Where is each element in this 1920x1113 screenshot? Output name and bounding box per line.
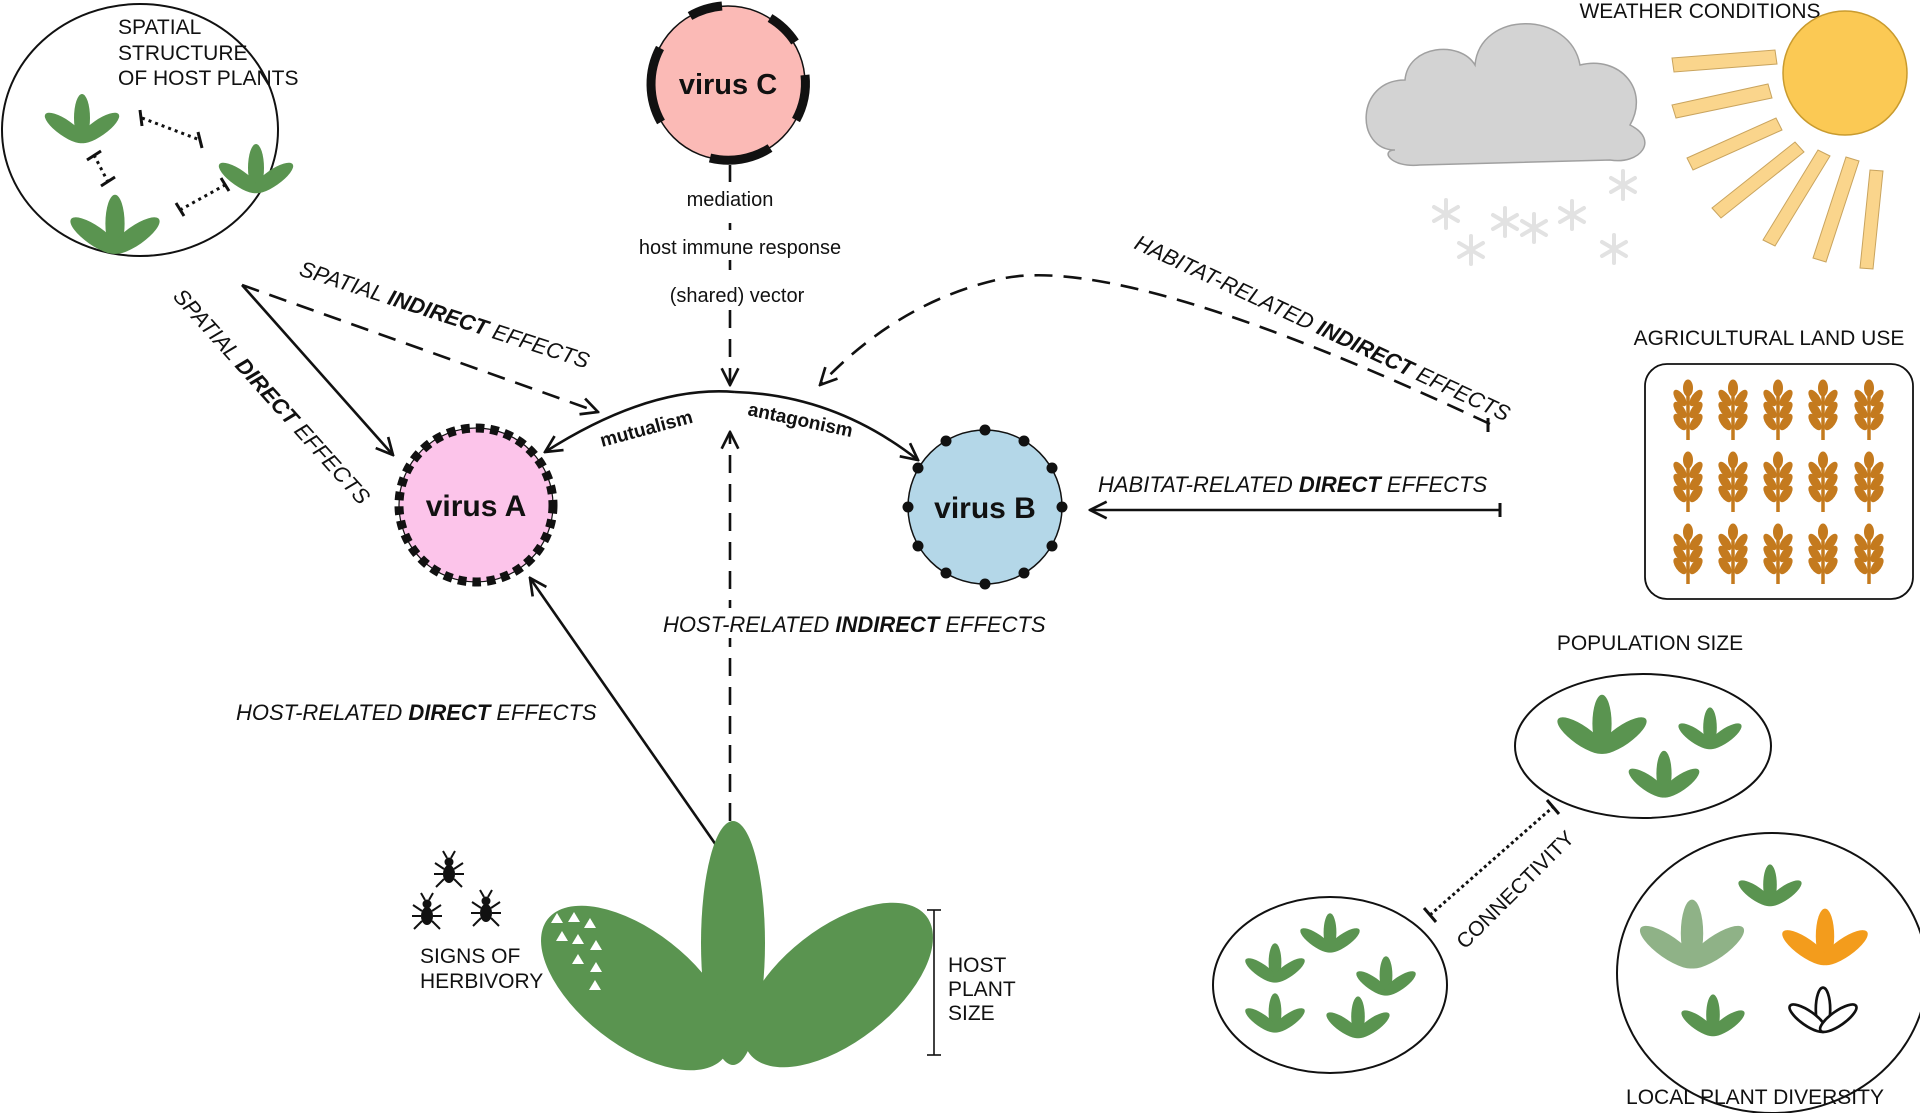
weather-title: WEATHER CONDITIONS [1579,0,1820,23]
spatial-direct-arrow [241,284,393,455]
habitat-direct-label: HABITAT-RELATED DIRECT EFFECTS [1098,472,1487,497]
mutualism-arrow [545,390,736,452]
spatial-structure-panel: SPATIAL STRUCTURE OF HOST PLANTS [1,3,298,260]
connectivity-label: CONNECTIVITY [1452,827,1579,954]
weather-conditions: WEATHER CONDITIONS [1365,0,1908,270]
herbivory-label: SIGNS OF HERBIVORY [420,945,543,993]
land-use-title: AGRICULTURAL LAND USE [1634,327,1905,350]
connectivity: CONNECTIVITY [1212,799,1579,1074]
spatial-structure-title: SPATIAL STRUCTURE OF HOST PLANTS [118,16,298,90]
agricultural-land-use: AGRICULTURAL LAND USE [1634,327,1914,600]
habitat-indirect-arrow [820,273,1491,426]
virus-b-dots [902,424,1068,590]
snowflake-icons [1432,169,1637,266]
bug-icon [433,850,465,888]
spatial-indirect-arrow [241,283,598,412]
host-immune-response-label: host immune response [639,237,841,259]
virus-b-label: virus B [934,492,1036,525]
habitat-indirect-label: HABITAT-RELATED INDIRECT EFFECTS [1131,230,1514,427]
shared-vector-label: (shared) vector [670,285,805,307]
mediation-label: mediation [687,189,774,211]
plant-size-bar [927,909,941,1056]
plant-size-label: HOST PLANT SIZE [948,954,1021,1025]
virus-c-label: virus C [679,69,777,101]
spatial-distance-links [86,109,231,217]
sun-icon [1671,10,1908,270]
host-direct-label: HOST-RELATED DIRECT EFFECTS [236,700,597,725]
virus-c: virus C [646,1,810,165]
mutualism-label: mutualism [598,407,695,452]
virus-a: virus A [394,423,558,587]
host-direct-arrow [530,578,718,846]
antagonism-label: antagonism [746,399,855,442]
virus-b: virus B [902,424,1068,590]
spatial-indirect-label: SPATIAL INDIRECT EFFECTS [296,256,592,374]
bug-icon [411,892,443,930]
herbivory-marks [551,912,602,990]
herbivore-insects [411,850,502,930]
host-plant [541,821,933,1071]
diversity-title: LOCAL PLANT DIVERSITY [1626,1086,1884,1109]
virus-a-label: virus A [426,490,527,523]
bug-icon [470,889,502,927]
local-plant-diversity: LOCAL PLANT DIVERSITY [1616,832,1920,1113]
population-size: POPULATION SIZE [1514,632,1772,819]
host-indirect-label: HOST-RELATED INDIRECT EFFECTS [663,612,1046,637]
cloud-icon [1365,23,1646,167]
population-title: POPULATION SIZE [1557,632,1743,655]
antagonism-arrow [734,390,918,460]
